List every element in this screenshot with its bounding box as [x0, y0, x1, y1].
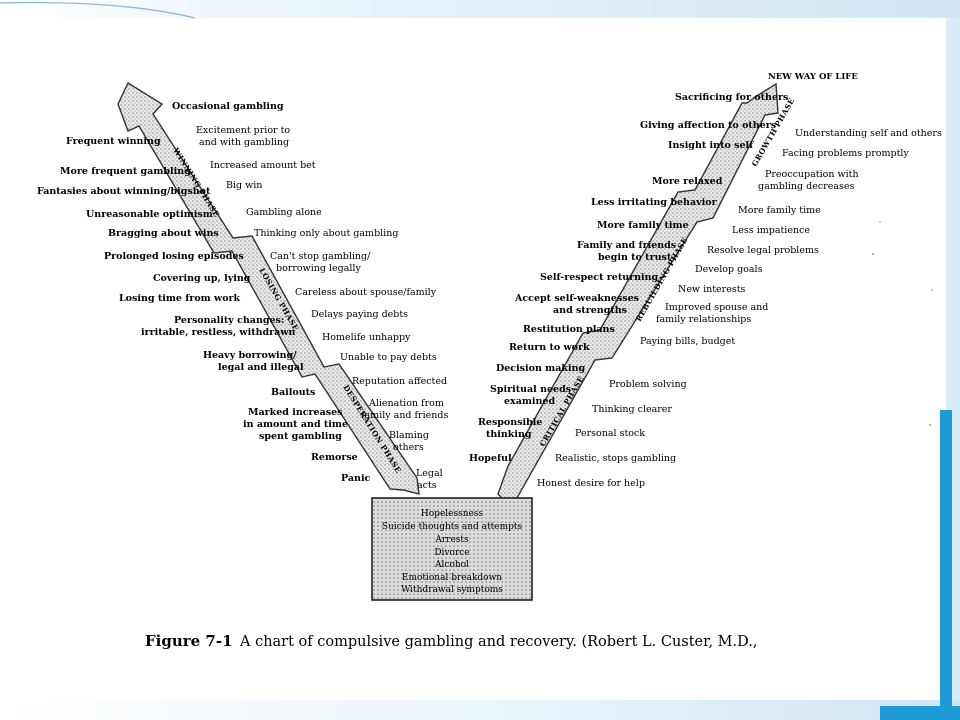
symptom-item: Suicide thoughts and attempts: [382, 522, 523, 532]
label-paying: Paying bills, budget: [640, 336, 735, 347]
right-accent-bar: [940, 410, 952, 720]
label-giving: Giving affection to others: [640, 120, 776, 131]
label-resolve: Resolve legal problems: [707, 245, 819, 256]
label-family-trust-1: Family and friends: [577, 240, 676, 251]
symptom-item: Alcohol: [434, 560, 469, 570]
label-more-family-time-right: More family time: [738, 205, 821, 216]
label-spiritual-2: examined: [504, 396, 555, 407]
left-labels: Occasional gambling Frequent winning Exc…: [37, 101, 448, 491]
label-responsible-1: Responsible: [478, 417, 542, 428]
descent-arrow: [117, 81, 420, 495]
label-blaming-2: others: [393, 442, 424, 453]
label-legal-2: acts: [417, 480, 437, 491]
label-responsible-2: thinking: [486, 429, 532, 440]
label-occasional: Occasional gambling: [172, 101, 284, 112]
label-insight: Insight into self: [668, 140, 754, 151]
label-realistic: Realistic, stops gambling: [555, 453, 676, 464]
label-more-frequent: More frequent gambling: [60, 166, 191, 177]
label-spiritual-1: Spiritual needs: [490, 384, 571, 395]
label-less-irritating: Less irritating behavior: [591, 197, 718, 208]
label-improved-1: Improved spouse and: [665, 302, 768, 313]
label-understanding: Understanding self and others: [795, 128, 942, 139]
label-covering: Covering up, lying: [153, 273, 251, 284]
label-homelife: Homelife unhappy: [322, 332, 411, 343]
label-self-respect: Self-respect returning: [540, 272, 659, 283]
label-panic: Panic: [341, 473, 371, 484]
label-reputation: Reputation affected: [352, 376, 447, 387]
label-bailouts: Bailouts: [271, 387, 315, 398]
decorative-arc: [0, 1, 196, 19]
symptom-item: Emotional breakdown: [402, 573, 502, 583]
label-thinking-only: Thinking only about gambling: [254, 228, 398, 239]
label-cant-stop-1: Can't stop gambling/: [270, 251, 371, 262]
label-problem-solving: Problem solving: [609, 379, 687, 390]
symptom-item: Divorce: [434, 548, 469, 558]
label-legal-1: Legal: [416, 468, 443, 479]
bottom-symptoms-box: [371, 497, 533, 601]
label-cant-stop-2: borrowing legally: [276, 263, 361, 274]
label-improved-2: family relationships: [656, 314, 751, 325]
label-marked-1: Marked increases: [248, 407, 343, 418]
label-sacrificing: Sacrificing for others: [675, 92, 788, 103]
label-accept-1: Accept self-weaknesses: [514, 293, 639, 304]
label-return-work: Return to work: [509, 342, 590, 353]
label-bragging: Bragging about wins: [108, 228, 219, 239]
figure-caption: A chart of compulsive gambling and recov…: [239, 634, 757, 650]
label-personality-2: irritable, restless, withdrawn: [141, 327, 295, 338]
label-preocc-1: Preoccupation with: [765, 169, 859, 180]
label-marked-2: in amount and time: [243, 419, 348, 430]
label-facing: Facing problems promptly: [782, 148, 909, 159]
label-more-family-time-left: More family time: [597, 220, 689, 231]
label-accept-2: and strengths: [553, 305, 627, 316]
scan-specks: [872, 221, 933, 426]
label-heavy-1: Heavy borrowing/: [203, 350, 297, 361]
label-heavy-2: legal and illegal: [218, 362, 304, 373]
bottom-accent-bar: [880, 706, 960, 720]
new-way-of-life-title: NEW WAY OF LIFE: [768, 72, 858, 82]
label-fantasies: Fantasies about winning/bigshot: [37, 186, 211, 197]
label-develop: Develop goals: [695, 264, 763, 275]
label-prolonged: Prolonged losing episodes: [104, 251, 244, 262]
symptom-item: Withdrawal symptoms: [401, 585, 503, 595]
label-alienation-1: Alienation from: [368, 398, 444, 409]
label-personality-1: Personality changes:: [174, 315, 284, 326]
bottom-symptoms-list: Hopelessness Suicide thoughts and attemp…: [382, 509, 523, 595]
label-hopeful: Hopeful: [469, 453, 512, 464]
right-labels: Sacrificing for others Giving affection …: [469, 92, 942, 489]
label-personal-stock: Personal stock: [575, 428, 645, 439]
label-unreasonable: Unreasonable optimism: [86, 209, 213, 220]
recovery-arrow: [497, 82, 779, 500]
label-honest: Honest desire for help: [537, 478, 645, 489]
symptom-item: Arrests: [434, 535, 469, 545]
label-big-win: Big win: [226, 180, 262, 191]
label-more-relaxed: More relaxed: [652, 176, 723, 187]
label-new-interests: New interests: [678, 284, 746, 295]
label-family-trust-2: begin to trust: [598, 252, 672, 263]
label-increased-bet: Increased amount bet: [210, 160, 316, 171]
label-alienation-2: family and friends: [361, 410, 448, 421]
label-gambling-alone: Gambling alone: [246, 207, 322, 218]
label-blaming-1: Blaming: [389, 430, 429, 441]
label-restitution: Restitution plans: [523, 324, 615, 335]
bottom-frame-band: [0, 700, 960, 720]
label-frequent-winning: Frequent winning: [66, 136, 161, 147]
label-less-impatience: Less impatience: [732, 225, 810, 236]
label-losing-time: Losing time from work: [119, 293, 241, 304]
label-marked-3: spent gambling: [259, 431, 342, 442]
label-decision: Decision making: [496, 363, 585, 374]
label-remorse: Remorse: [311, 452, 358, 463]
label-careless: Careless about spouse/family: [295, 287, 437, 298]
label-excitement-1: Excitement prior to: [196, 125, 290, 136]
label-thinking-clearer: Thinking clearer: [592, 404, 672, 415]
label-preocc-2: gambling decreases: [758, 181, 854, 192]
label-excitement-2: and with gambling: [199, 137, 289, 148]
label-unable-debts: Unable to pay debts: [340, 352, 437, 363]
top-frame-band: [0, 0, 960, 18]
label-delays: Delays paying debts: [311, 309, 408, 320]
figure-number: Figure 7-1: [145, 632, 233, 650]
symptom-item: Hopelessness: [421, 509, 484, 519]
